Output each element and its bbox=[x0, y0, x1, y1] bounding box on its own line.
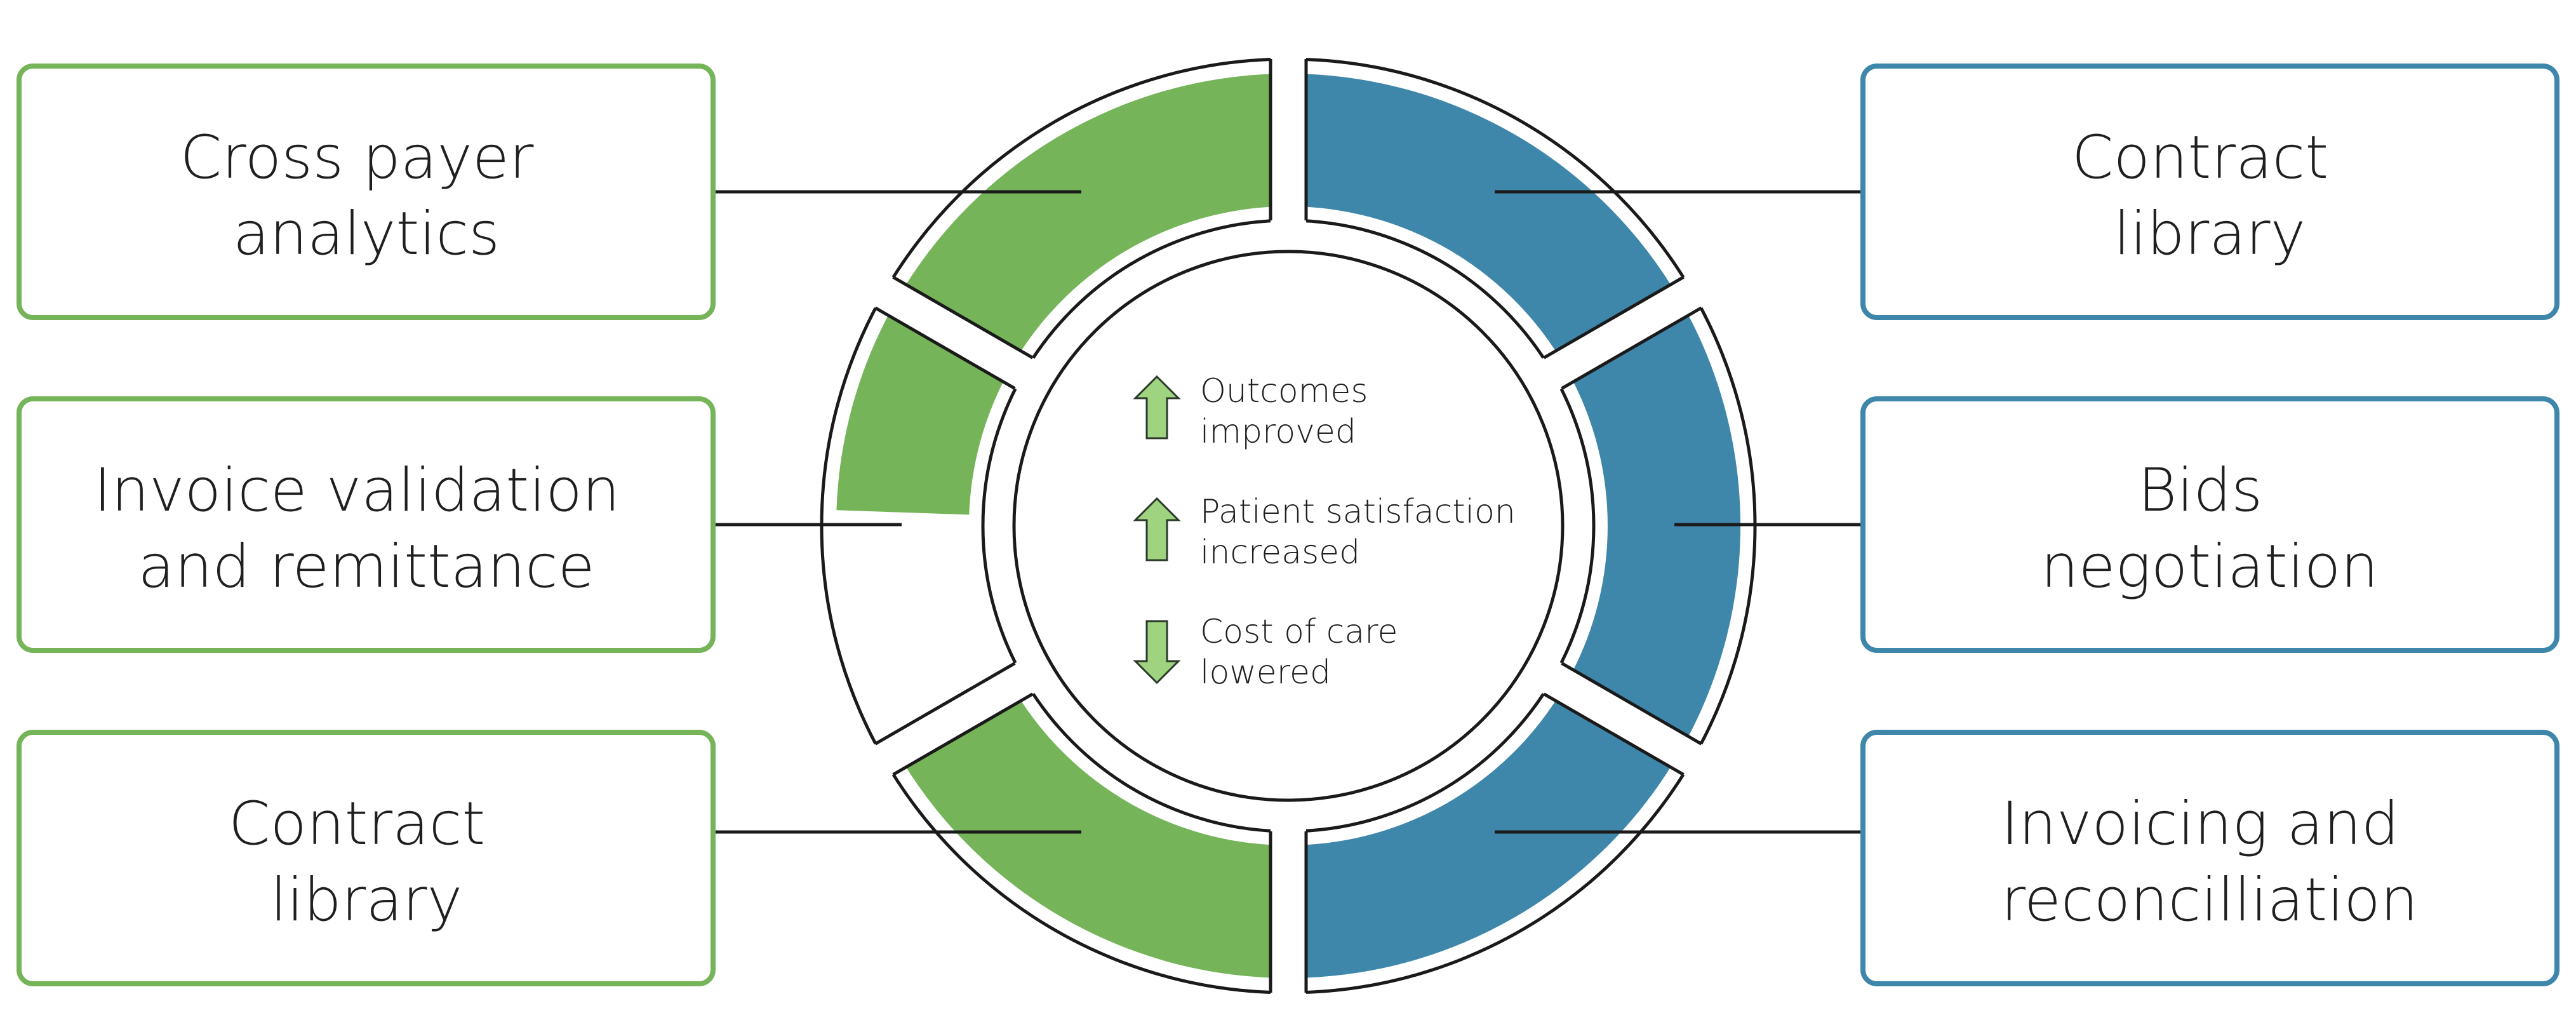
center-item-text: Cost of care lowered bbox=[1200, 613, 1408, 692]
ring-separator-edge bbox=[1543, 276, 1685, 359]
ring-separator-edge bbox=[892, 276, 1034, 359]
box-label-line: negotiation bbox=[2041, 532, 2379, 601]
box-label-line: Bids bbox=[2138, 456, 2262, 525]
center-item-line: improved bbox=[1200, 413, 1356, 451]
right-box-1: Contract library bbox=[1860, 64, 2559, 320]
ring-separator-gap bbox=[1271, 57, 1306, 223]
center-item-line: Outcomes bbox=[1200, 372, 1368, 410]
box-label-line: Contract bbox=[229, 789, 485, 859]
box-label: Bids negotiation bbox=[2041, 456, 2379, 601]
box-label: Contract library bbox=[2072, 123, 2347, 269]
center-item-line: Patient satisfaction bbox=[1200, 493, 1516, 531]
center-item-line: increased bbox=[1200, 533, 1360, 572]
box-label-line: Contract bbox=[2072, 123, 2328, 192]
box-frame bbox=[1860, 396, 2559, 653]
center-item-line: lowered bbox=[1200, 654, 1331, 692]
box-label-line: Invoice validation bbox=[94, 456, 620, 525]
center-item-1: Outcomes improved bbox=[1133, 372, 1378, 451]
arrow-up-icon bbox=[1133, 497, 1181, 561]
ring-separator-gap bbox=[1542, 662, 1704, 776]
center-item-text: Outcomes improved bbox=[1200, 372, 1378, 451]
ring-segment-bids-negotiation bbox=[1570, 313, 1741, 739]
ring-segment-contract-library-left bbox=[905, 695, 1278, 978]
box-frame bbox=[17, 396, 716, 653]
box-frame bbox=[17, 730, 716, 986]
box-label: Cross payer analytics bbox=[180, 123, 553, 269]
box-label: Invoicing and reconcilliation bbox=[2001, 789, 2419, 935]
ring-segment-cross-payer-analytics bbox=[905, 74, 1278, 357]
box-label-line: and remittance bbox=[138, 532, 594, 601]
box-frame bbox=[1860, 730, 2559, 986]
box-label-line: library bbox=[2114, 199, 2306, 269]
ring-segments bbox=[836, 57, 1741, 995]
box-label-line: Invoicing and bbox=[2001, 789, 2399, 859]
right-box-3: Invoicing and reconcilliation bbox=[1860, 730, 2559, 986]
arrow-up-icon bbox=[1133, 375, 1181, 439]
left-box-1: Cross payer analytics bbox=[17, 64, 716, 320]
box-label: Contract library bbox=[229, 789, 504, 935]
ring-separator-edge bbox=[892, 692, 1034, 776]
ring-separator-gap bbox=[1542, 276, 1704, 390]
box-frame bbox=[1860, 64, 2559, 320]
box-frame bbox=[17, 64, 716, 320]
center-item-3: Cost of care lowered bbox=[1133, 613, 1408, 692]
box-label-line: analytics bbox=[233, 199, 500, 269]
connector-lines bbox=[713, 190, 1863, 834]
box-label: Invoice validation and remittance bbox=[94, 456, 639, 601]
right-box-2: Bids negotiation bbox=[1860, 396, 2559, 653]
center-item-2: Patient satisfaction increased bbox=[1133, 493, 1526, 572]
arrow-down-icon bbox=[1133, 620, 1181, 685]
ring-separator-gap bbox=[873, 276, 1035, 390]
ring-separator-edge bbox=[1543, 692, 1685, 776]
ring-separator-gap bbox=[1271, 829, 1306, 995]
box-label-line: Cross payer bbox=[180, 123, 534, 192]
ring-separator-gap bbox=[873, 662, 1035, 776]
ring-segment-contract-library-right bbox=[1299, 74, 1672, 357]
left-box-3: Contract library bbox=[17, 730, 716, 986]
ring-separator-edge bbox=[1561, 662, 1702, 746]
center-item-line: Cost of care bbox=[1200, 613, 1398, 651]
ring-segment-invoicing-reconciliation bbox=[1299, 695, 1672, 978]
ring-separator-edge bbox=[874, 306, 1016, 390]
box-label-line: library bbox=[270, 866, 462, 935]
ring-separator-edge bbox=[874, 662, 1016, 746]
center-item-text: Patient satisfaction increased bbox=[1200, 493, 1526, 572]
ring-segment-invoice-validation bbox=[836, 313, 1006, 515]
ring-separator-edge bbox=[1561, 306, 1702, 390]
left-box-2: Invoice validation and remittance bbox=[17, 396, 716, 653]
box-label-line: reconcilliation bbox=[2001, 866, 2419, 935]
